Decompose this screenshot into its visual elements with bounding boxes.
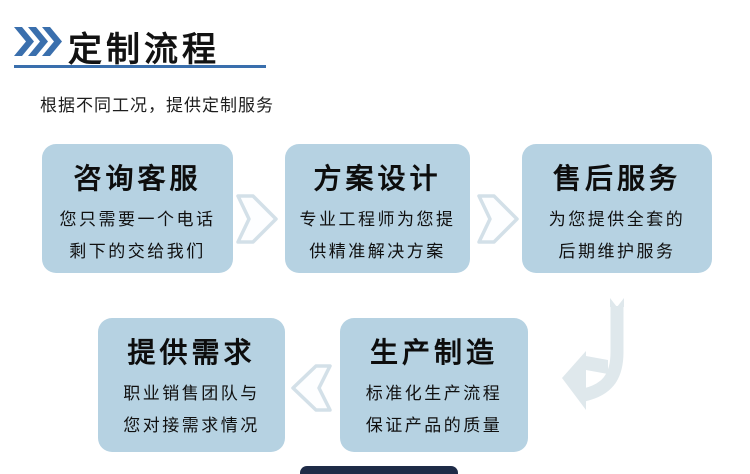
step-desc-line1: 标准化生产流程 [365,384,503,404]
step-desc-line2: 剩下的交给我们 [69,242,206,262]
section-title: 定制流程 [68,31,220,69]
arrow-right-icon [474,190,522,248]
step-box-requirements: 提供需求 职业销售团队与 您对接需求情况 [98,318,285,452]
step-box-aftersales: 售后服务 为您提供全套的 后期维护服务 [522,144,712,273]
step-desc-line1: 为您提供全套的 [548,210,686,230]
section-subtitle: 根据不同工况，提供定制服务 [40,96,274,115]
step-box-design: 方案设计 专业工程师为您提 供精准解决方案 [285,144,470,273]
arrow-left-icon [289,360,335,416]
step-title: 方案设计 [313,163,442,194]
step-desc-line1: 职业销售团队与 [123,384,260,404]
step-title: 提供需求 [127,337,256,368]
next-section-banner [300,466,458,474]
step-desc-line1: 专业工程师为您提 [299,210,456,230]
step-box-consult: 咨询客服 您只需要一个电话 剩下的交给我们 [42,144,233,273]
step-title: 售后服务 [552,163,681,194]
arrow-right-icon [233,190,281,248]
title-underline [14,65,266,68]
step-desc-line2: 供精准解决方案 [309,242,446,262]
step-title: 咨询客服 [73,163,202,194]
triple-chevron-icon [14,27,64,56]
step-box-manufacturing: 生产制造 标准化生产流程 保证产品的质量 [340,318,528,452]
step-desc-line2: 后期维护服务 [558,242,676,262]
arrow-curve-down-left-icon [556,296,640,418]
step-desc-line2: 保证产品的质量 [365,416,503,436]
step-title: 生产制造 [369,337,498,368]
step-desc-line2: 您对接需求情况 [123,416,260,436]
step-desc-line1: 您只需要一个电话 [59,210,216,230]
